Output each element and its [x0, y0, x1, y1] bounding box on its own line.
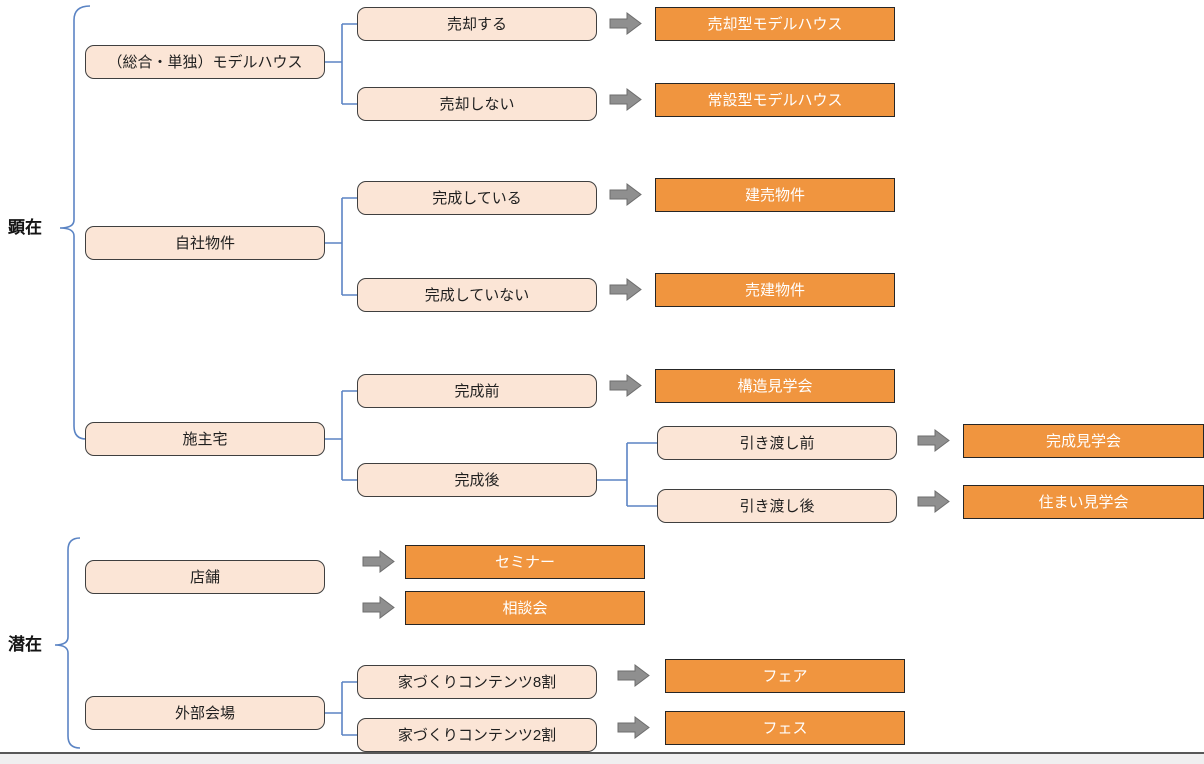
connector-client-home	[322, 390, 357, 481]
node-not-completed: 完成していない	[357, 278, 597, 312]
group-label-senzai: 潜在	[8, 635, 42, 654]
group-label-kenzai: 顕在	[8, 218, 42, 237]
right-arrow-icon	[617, 664, 650, 687]
connector-external-venue	[322, 681, 357, 736]
right-arrow-icon	[609, 88, 642, 111]
right-arrow-icon	[617, 716, 650, 739]
node-own-property: 自社物件	[85, 226, 325, 260]
node-content2: 家づくりコンテンツ2割	[357, 718, 597, 752]
node-consultation: 相談会	[405, 591, 645, 625]
window-bottom-border	[0, 752, 1204, 754]
node-before-handover: 引き渡し前	[657, 426, 897, 460]
right-arrow-icon	[917, 429, 950, 452]
connector-model-house	[322, 23, 357, 105]
node-seminar: セミナー	[405, 545, 645, 579]
node-structure-tour: 構造見学会	[655, 369, 895, 403]
right-arrow-icon	[362, 596, 395, 619]
right-arrow-icon	[609, 278, 642, 301]
node-sell-yes: 売却する	[357, 7, 597, 41]
node-model-house: （総合・単独）モデルハウス	[85, 45, 325, 79]
window-bottom-strip	[0, 754, 1204, 764]
node-semi-spec-home: 売建物件	[655, 273, 895, 307]
right-arrow-icon	[917, 490, 950, 513]
node-before-completion: 完成前	[357, 374, 597, 408]
node-fes: フェス	[665, 711, 905, 745]
node-completed: 完成している	[357, 181, 597, 215]
node-content8: 家づくりコンテンツ8割	[357, 665, 597, 699]
node-client-home: 施主宅	[85, 422, 325, 456]
node-store: 店舗	[85, 560, 325, 594]
connector-own-property	[322, 197, 357, 296]
node-spec-home: 建売物件	[655, 178, 895, 212]
node-fair: フェア	[665, 659, 905, 693]
node-after-completion: 完成後	[357, 463, 597, 497]
node-permanent-model: 常設型モデルハウス	[655, 83, 895, 117]
right-arrow-icon	[609, 183, 642, 206]
node-external-venue: 外部会場	[85, 696, 325, 730]
kenzai-brace	[59, 5, 91, 440]
right-arrow-icon	[609, 374, 642, 397]
node-after-handover: 引き渡し後	[657, 489, 897, 523]
node-sell-no: 売却しない	[357, 87, 597, 121]
senzai-brace	[54, 537, 81, 749]
node-living-tour: 住まい見学会	[963, 485, 1204, 519]
connector-after-completion	[597, 442, 657, 507]
right-arrow-icon	[609, 12, 642, 35]
right-arrow-icon	[362, 550, 395, 573]
node-completion-tour: 完成見学会	[963, 424, 1204, 458]
node-sell-model: 売却型モデルハウス	[655, 7, 895, 41]
